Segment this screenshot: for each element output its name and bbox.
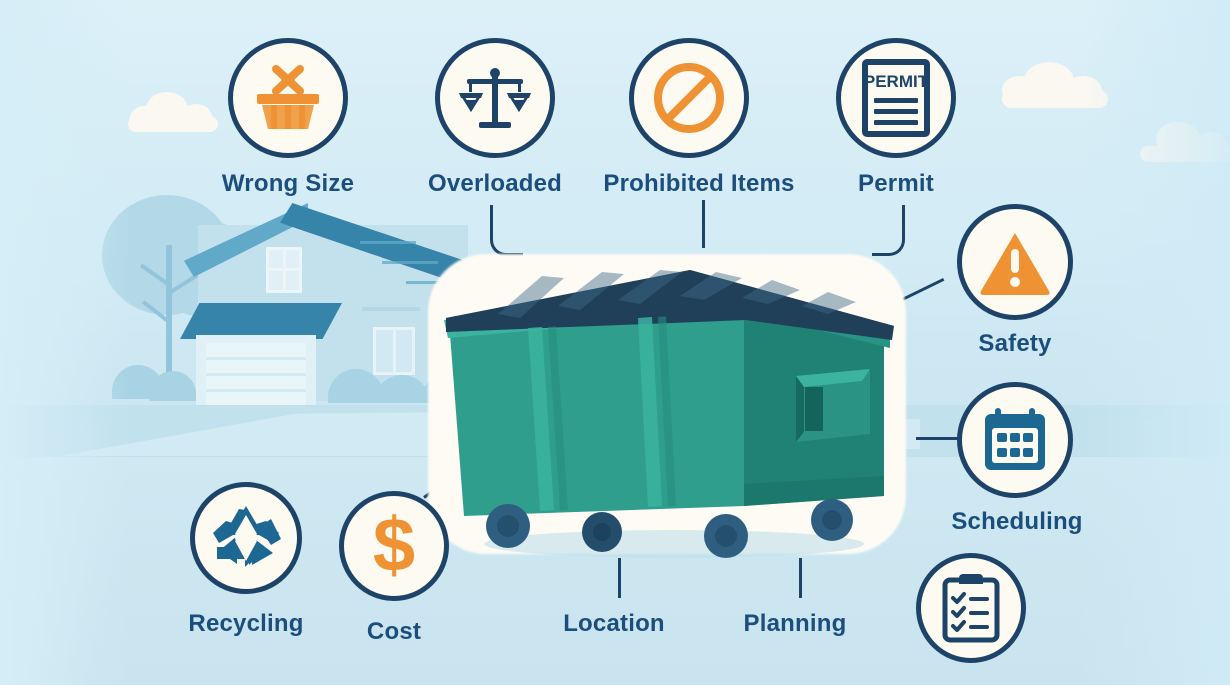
cloud-left (128, 92, 218, 132)
side-window-mullion (393, 327, 396, 375)
recycle-icon (213, 506, 281, 567)
right-fade (1080, 0, 1230, 685)
wrong-size-label: Wrong Size (221, 170, 355, 197)
attic-window-mullion-h (266, 268, 302, 271)
left-fade (0, 0, 130, 685)
recycling-label: Recycling (188, 610, 304, 637)
balance-scales-icon (459, 68, 531, 128)
bush-2 (150, 371, 196, 401)
garage-door-line-2 (206, 373, 306, 376)
scheduling-label: Scheduling (951, 508, 1083, 535)
warning-triangle-icon (980, 233, 1050, 295)
dollar-sign-icon: $ (373, 507, 415, 585)
overloaded-badge[interactable] (435, 38, 555, 158)
tree-trunk (166, 245, 172, 395)
dumpster-x-icon (257, 65, 319, 129)
planning-label: Planning (743, 610, 847, 637)
connector-location (618, 558, 621, 598)
prohibited-items-label: Prohibited Items (603, 170, 795, 197)
scheduling-badge[interactable] (957, 382, 1073, 498)
dumpster-svg (444, 270, 894, 558)
connector-scheduling (916, 437, 958, 440)
roof-line-2 (382, 261, 438, 264)
safety-label: Safety (978, 330, 1052, 357)
wrong-size-badge[interactable] (228, 38, 348, 158)
location-label: Location (563, 610, 665, 637)
permit-icon-text: PERMIT (864, 72, 929, 91)
clipboard-checklist-icon (942, 574, 1000, 643)
garage-door-line-1 (206, 357, 306, 360)
siding-line (362, 307, 420, 311)
permit-badge[interactable]: PERMIT (836, 38, 956, 158)
permit-document-icon: PERMIT (862, 59, 930, 137)
svg-text:$: $ (373, 507, 415, 585)
no-entry-icon (654, 63, 724, 133)
overloaded-label: Overloaded (427, 170, 563, 197)
connector-permit (872, 205, 905, 256)
recycling-badge[interactable] (190, 482, 302, 594)
safety-badge[interactable] (957, 204, 1073, 320)
connector-prohibited-items (702, 200, 705, 248)
dumpster-wheels (486, 499, 853, 558)
cost-label: Cost (366, 618, 422, 645)
connector-planning (799, 558, 802, 598)
prohibited-items-badge[interactable] (629, 38, 749, 158)
garage-door-line-3 (206, 389, 306, 392)
roof-line-1 (360, 241, 416, 244)
planning-clipboard-badge[interactable] (916, 553, 1026, 663)
dumpster-illustration (424, 248, 914, 578)
roof-line-3 (406, 281, 462, 284)
calendar-icon (985, 408, 1045, 470)
cost-badge[interactable]: $ (339, 491, 449, 601)
garage-roof (180, 303, 342, 339)
permit-label: Permit (858, 170, 934, 197)
